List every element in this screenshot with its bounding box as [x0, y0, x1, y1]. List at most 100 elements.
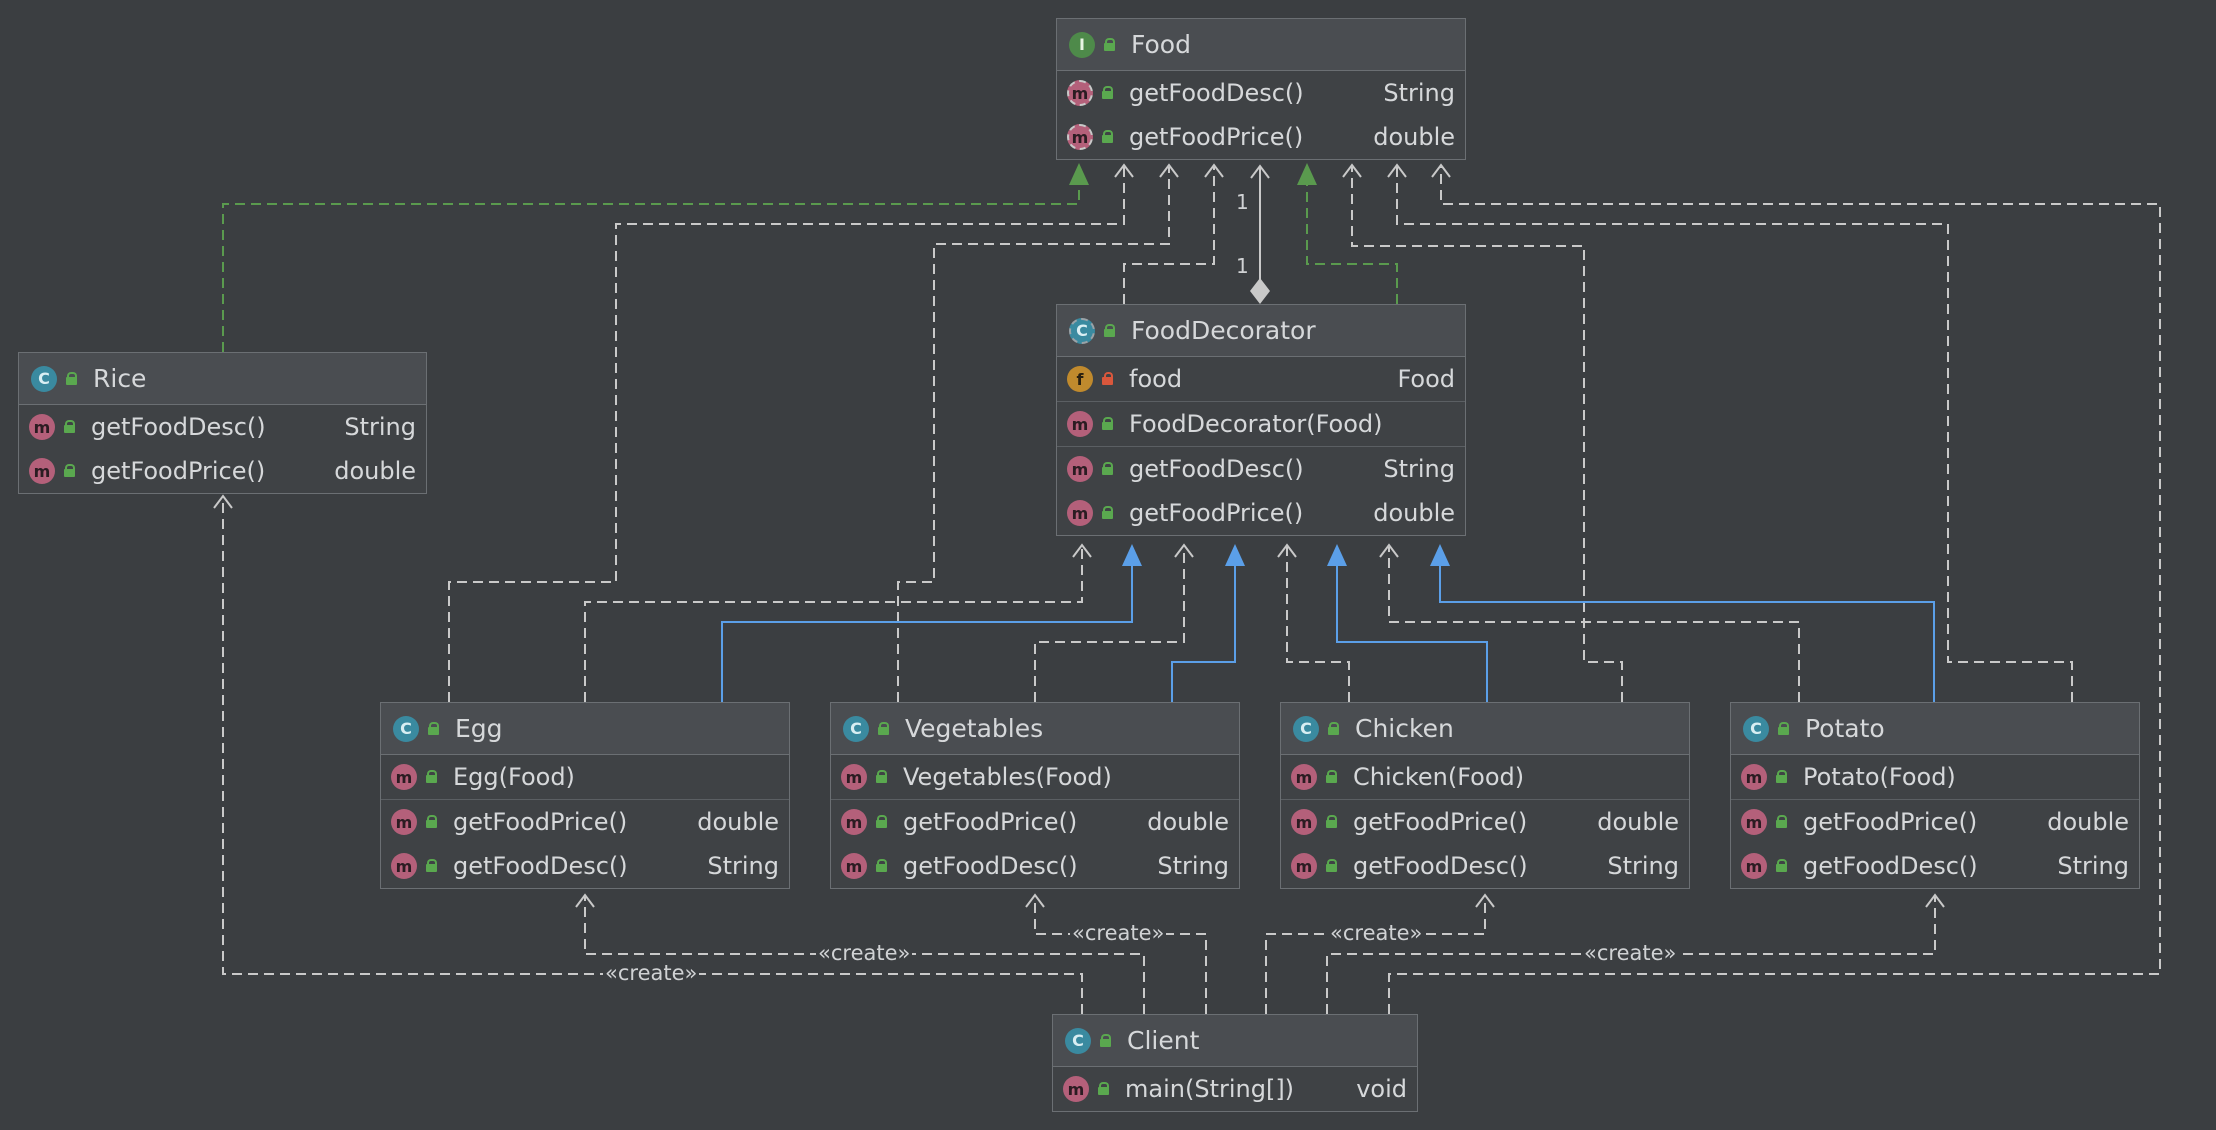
member-type: Food [1397, 365, 1455, 393]
edge-decorator-composition-food [1250, 164, 1270, 284]
method-icon: m [1067, 124, 1093, 150]
member-name: getFoodDesc() [1803, 852, 1978, 880]
class-icon: C [1065, 1027, 1091, 1054]
extends-to-decorator [721, 566, 1935, 702]
class-header[interactable]: C Potato [1731, 703, 2139, 755]
class-title: Chicken [1355, 714, 1454, 743]
implements-arrowhead-decorator [1297, 163, 1317, 185]
member-name: getFoodPrice() [1803, 808, 1978, 836]
edge-rice-implements-food [222, 185, 1080, 352]
method-icon: m [1067, 500, 1093, 526]
method-icon: m [391, 853, 417, 879]
member-name: Potato(Food) [1803, 763, 1956, 791]
private-visibility-icon [1101, 372, 1115, 386]
public-visibility-icon [425, 859, 439, 873]
method-icon: m [1741, 764, 1767, 790]
member-name: getFoodDesc() [453, 852, 628, 880]
method-row[interactable]: m getFoodPrice() double [381, 800, 789, 844]
method-icon: m [1067, 456, 1093, 482]
member-section: m Potato(Food) [1731, 755, 2139, 800]
public-visibility-icon [1103, 37, 1117, 52]
member-name: getFoodDesc() [903, 852, 1078, 880]
method-icon: m [29, 458, 55, 484]
class-title: FoodDecorator [1131, 316, 1316, 345]
member-type: double [1373, 499, 1455, 527]
method-icon: m [1741, 853, 1767, 879]
public-visibility-icon [1097, 1082, 1111, 1096]
class-header[interactable]: I Food [1057, 19, 1465, 71]
method-row[interactable]: m getFoodDesc() String [381, 844, 789, 888]
extends-arrowheads [1122, 544, 1450, 566]
public-visibility-icon [63, 420, 77, 434]
method-row[interactable]: m getFoodPrice() double [1731, 800, 2139, 844]
class-title: Rice [93, 364, 147, 393]
member-type: double [334, 457, 416, 485]
member-type: String [2057, 852, 2129, 880]
method-row[interactable]: m getFoodDesc() String [1731, 844, 2139, 888]
dependency-arrowheads-food [1114, 163, 1451, 178]
member-type: String [1383, 455, 1455, 483]
class-title: Food [1131, 30, 1191, 59]
class-potato[interactable]: C Potato m Potato(Food) m getFoodPrice() doubl… [1730, 702, 2140, 889]
member-name: getFoodPrice() [453, 808, 628, 836]
member-name: getFoodDesc() [91, 413, 266, 441]
member-name: getFoodPrice() [91, 457, 266, 485]
member-name: getFoodDesc() [1129, 79, 1304, 107]
member-type: double [697, 808, 779, 836]
method-icon: m [391, 809, 417, 835]
interface-icon: I [1069, 31, 1095, 58]
public-visibility-icon [1327, 721, 1341, 736]
public-visibility-icon [875, 859, 889, 873]
public-visibility-icon [1775, 859, 1789, 873]
method-icon: m [1291, 764, 1317, 790]
public-visibility-icon [425, 815, 439, 829]
method-row[interactable]: m Potato(Food) [1731, 755, 2139, 799]
public-visibility-icon [1777, 721, 1791, 736]
class-icon: C [1743, 715, 1769, 742]
member-type: String [707, 852, 779, 880]
edge-decorator-implements-food [1306, 185, 1398, 304]
method-row[interactable]: m getFoodPrice() double [19, 449, 426, 493]
class-title: Potato [1805, 714, 1885, 743]
member-type: double [2047, 808, 2129, 836]
method-icon: m [1741, 809, 1767, 835]
public-visibility-icon [425, 770, 439, 784]
